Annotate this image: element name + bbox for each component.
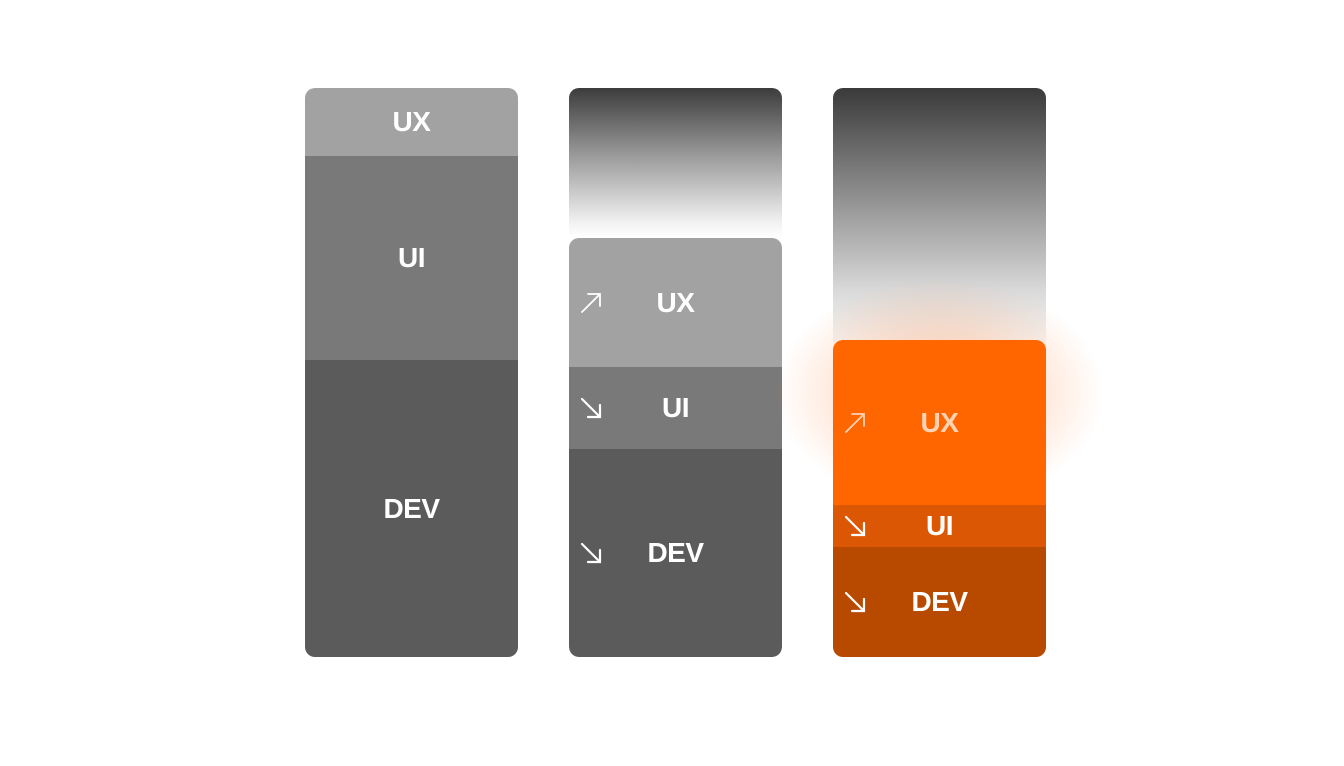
fade-gradient: [569, 88, 782, 238]
segment-ux-label: UX: [392, 106, 431, 137]
segment-ui-label: UI: [398, 242, 426, 273]
segment-dev: DEV: [833, 547, 1046, 657]
arrow-down-right-icon: [580, 397, 602, 419]
segment-dev-label: DEV: [911, 586, 968, 617]
arrow-up-right-icon: [581, 292, 601, 313]
segment-ux: UX: [833, 340, 1046, 505]
column-shifted: UX UI DEV: [569, 88, 782, 657]
segment-dev-label: DEV: [383, 492, 440, 524]
column-current: UX UI DEV: [305, 88, 518, 657]
segment-ux: UX: [305, 88, 518, 156]
segment-ux-label: UX: [920, 406, 959, 438]
segment-ui: UI: [569, 367, 782, 449]
segment-ui-label: UI: [662, 392, 690, 423]
arrow-up-right-icon: [845, 412, 865, 433]
segment-dev: DEV: [305, 360, 518, 657]
arrow-down-right-icon: [580, 542, 602, 564]
segment-stack: UX UI DEV: [833, 340, 1046, 657]
arrow-down-right-icon: [844, 515, 866, 537]
segment-stack: UX UI DEV: [569, 238, 782, 657]
arrow-down-right-icon: [844, 591, 866, 613]
segment-dev-label: DEV: [647, 537, 704, 568]
segment-ui-label: UI: [926, 510, 954, 541]
column-highlighted: UX UI DEV: [773, 88, 1106, 657]
segment-dev: DEV: [569, 449, 782, 657]
segment-ux: UX: [569, 238, 782, 367]
segment-ui: UI: [305, 156, 518, 360]
segment-ui: UI: [833, 505, 1046, 547]
segment-ux-label: UX: [656, 286, 695, 318]
